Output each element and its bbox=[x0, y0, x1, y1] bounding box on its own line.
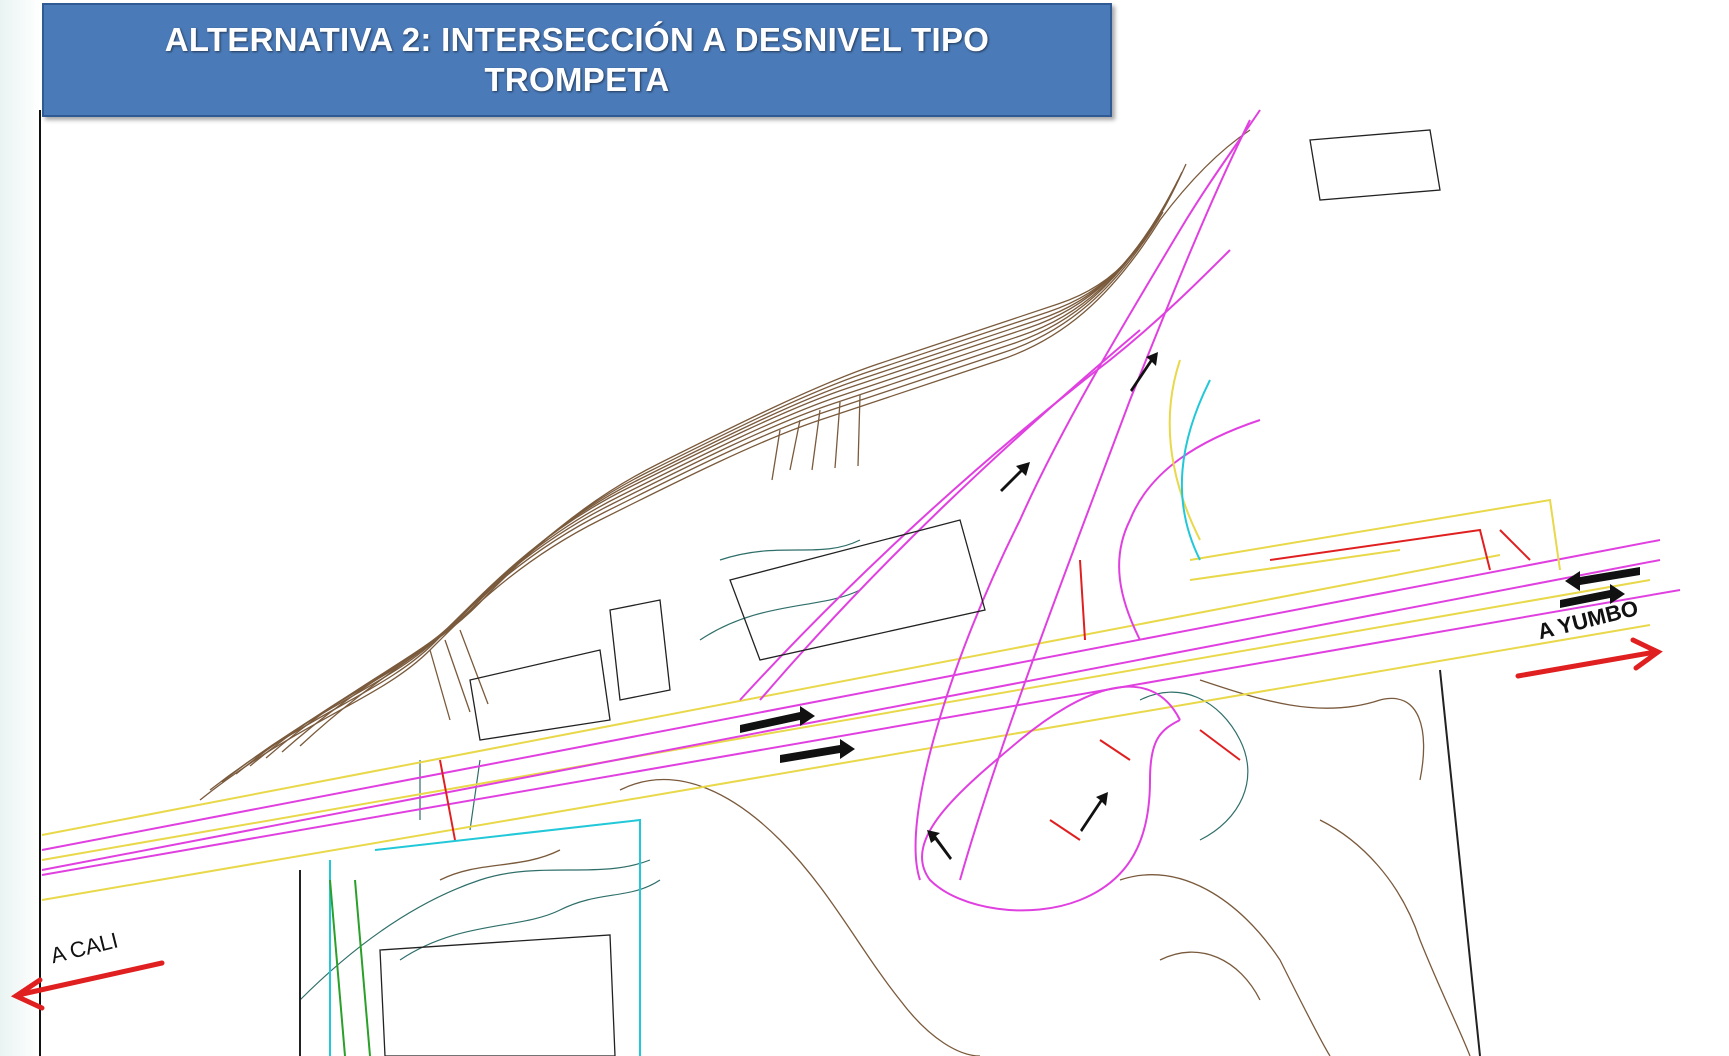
highway-axis bbox=[41, 539, 1681, 876]
building-outlines bbox=[379, 129, 1441, 1056]
lower-terrain bbox=[439, 679, 1471, 1056]
black-traffic-arrow-icon bbox=[740, 352, 1640, 860]
red-ramp-details bbox=[439, 528, 1531, 841]
terrain-contours bbox=[199, 129, 1251, 801]
right-connector bbox=[1168, 359, 1561, 581]
slide-background-band bbox=[0, 0, 40, 1056]
cyan-details bbox=[329, 379, 1211, 1056]
green-details bbox=[329, 879, 371, 1056]
slide-title-box: ALTERNATIVA 2: INTERSECCIÓN A DESNIVEL T… bbox=[42, 3, 1112, 117]
slide-title-line1: ALTERNATIVA 2: INTERSECCIÓN A DESNIVEL T… bbox=[164, 21, 990, 58]
highway-edges bbox=[41, 554, 1651, 901]
terrain-lines bbox=[299, 539, 1249, 1001]
slide-title-line2: TROMPETA bbox=[484, 61, 670, 98]
red-arrow-icon bbox=[10, 637, 1663, 1011]
trumpet-ramps bbox=[739, 109, 1261, 912]
property-lines bbox=[299, 669, 1481, 1056]
